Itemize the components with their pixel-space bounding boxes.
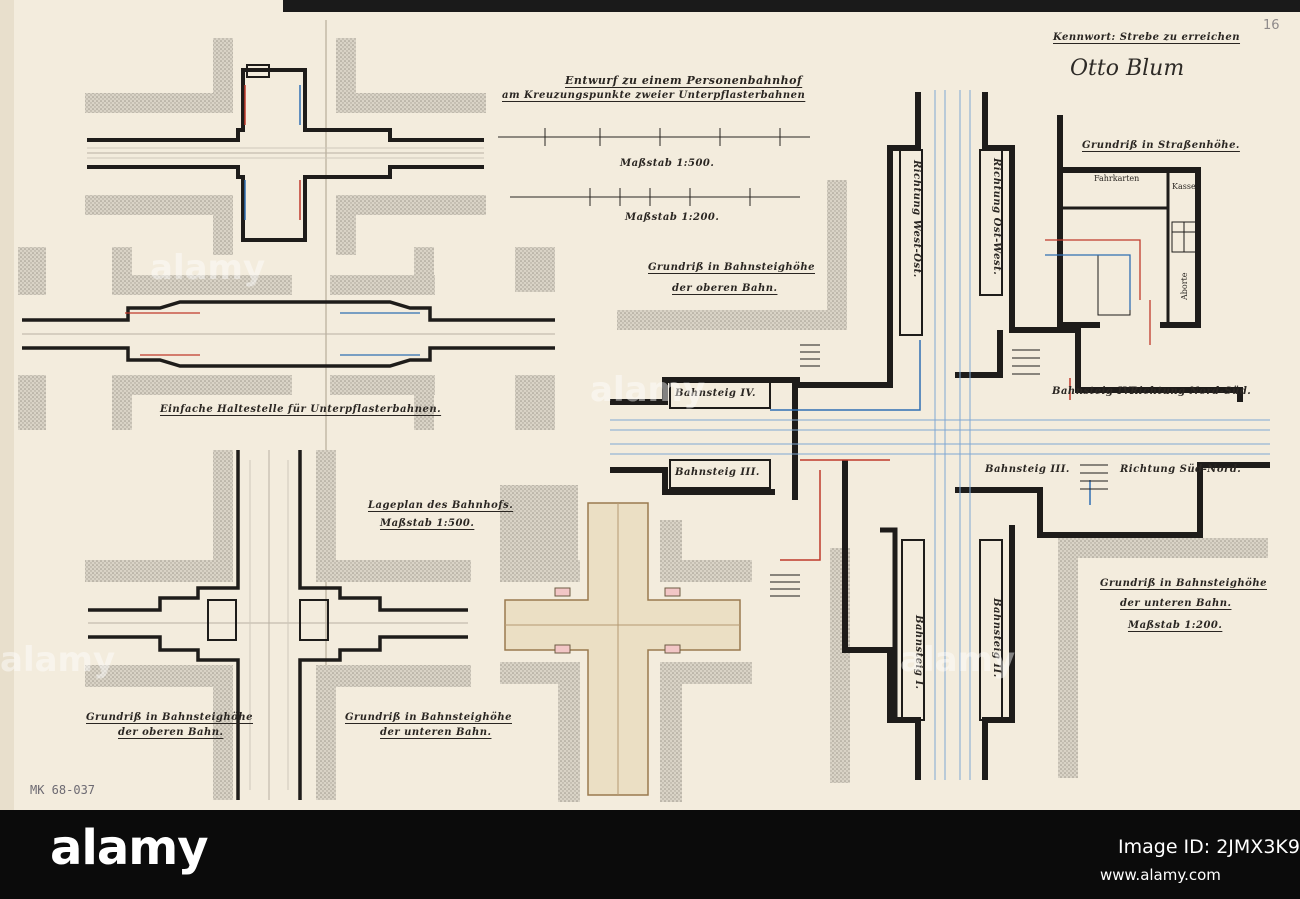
simple-halt-plan bbox=[18, 247, 555, 430]
upper-small-line-2: der oberen Bahn. bbox=[118, 727, 224, 738]
site-plan-scale: Maßstab 1:500. bbox=[380, 518, 475, 529]
image-id: Image ID: 2JMX3K9 bbox=[1118, 836, 1300, 858]
lower-small-line-2: der unteren Bahn. bbox=[380, 727, 492, 738]
platform-4-right: Bahnsteig IV. bbox=[1052, 386, 1134, 397]
alamy-url[interactable]: www.alamy.com bbox=[1100, 866, 1221, 884]
direction-south-north: Richtung Süd-Nord. bbox=[1120, 464, 1242, 475]
street-level-plan bbox=[1045, 115, 1201, 345]
watermark: alamy bbox=[900, 640, 1016, 680]
halt-station-label: Einfache Haltestelle für Unterpflasterba… bbox=[160, 404, 442, 415]
lower-big-line-1: Grundriß in Bahnsteighöhe bbox=[1100, 578, 1267, 589]
upper-plan-line-2: der oberen Bahn. bbox=[672, 283, 778, 294]
page-number: 16 bbox=[1263, 18, 1280, 33]
site-plan-title: Lageplan des Bahnhofs. bbox=[368, 500, 514, 511]
stock-footer bbox=[0, 810, 1300, 899]
architectural-drawing bbox=[0, 0, 1300, 810]
upper-plan-line-1: Grundriß in Bahnsteighöhe bbox=[648, 262, 815, 273]
platform-3-right: Bahnsteig III. bbox=[985, 464, 1070, 475]
signature: Otto Blum bbox=[1070, 56, 1185, 81]
lower-big-line-2: der unteren Bahn. bbox=[1120, 598, 1232, 609]
scale-1-200-label: Maßstab 1:200. bbox=[625, 212, 720, 223]
cash-label: Kasse bbox=[1172, 182, 1196, 191]
lower-line-plan bbox=[610, 90, 1270, 783]
platform-3-left: Bahnsteig III. bbox=[675, 467, 760, 478]
drawing-sheet: Entwurf zu einem Personenbahnhof am Kreu… bbox=[0, 0, 1300, 810]
site-plan bbox=[500, 485, 752, 802]
motto-label: Kennwort: Strebe zu erreichen bbox=[1053, 32, 1241, 43]
platform-4-left: Bahnsteig IV. bbox=[675, 388, 757, 399]
lower-small-line-1: Grundriß in Bahnsteighöhe bbox=[345, 712, 512, 723]
upper-small-line-1: Grundriß in Bahnsteighöhe bbox=[86, 712, 253, 723]
title-line-1: Entwurf zu einem Personenbahnhof bbox=[565, 74, 803, 87]
direction-east-west: Richtung Ost-West. bbox=[991, 158, 1002, 276]
scale-1-500-label: Maßstab 1:500. bbox=[620, 158, 715, 169]
closet-label: Aborte bbox=[1180, 272, 1189, 301]
top-left-cross-plan bbox=[85, 38, 486, 255]
bottom-left-upper-plan bbox=[85, 450, 471, 800]
archive-reference: MK 68-037 bbox=[30, 783, 96, 797]
scale-bars bbox=[498, 128, 810, 206]
watermark: alamy bbox=[150, 248, 266, 288]
watermark: alamy bbox=[590, 370, 706, 410]
watermark: alamy bbox=[0, 640, 116, 680]
title-line-2: am Kreuzungspunkte zweier Unterpflasterb… bbox=[502, 90, 806, 101]
direction-north-south: Richtung Nord-Süd. bbox=[1130, 386, 1252, 397]
street-level-label: Grundriß in Straßenhöhe. bbox=[1082, 140, 1240, 151]
tickets-label: Fahrkarten bbox=[1094, 174, 1140, 183]
lower-big-scale: Maßstab 1:200. bbox=[1128, 620, 1223, 631]
direction-west-east: Richtung West-Ost. bbox=[911, 160, 922, 278]
alamy-logo[interactable]: alamy bbox=[50, 820, 209, 876]
